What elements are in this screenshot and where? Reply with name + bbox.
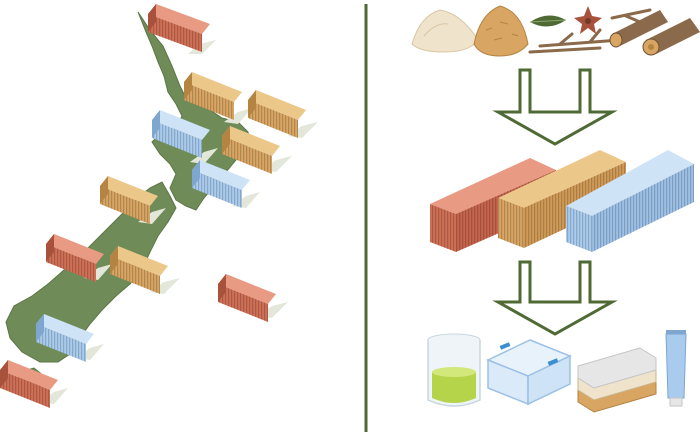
wood-chips-icon [473,5,529,57]
container-manawatu-blue [192,160,260,208]
tube-icon [665,330,687,407]
arrow-down-2 [492,260,618,336]
container-waikato-orange [184,72,252,124]
log-icon [609,10,668,48]
raw-materials [411,5,700,57]
processing-containers [430,150,694,252]
beaker-icon [427,333,481,407]
container-west-coast-red [46,234,112,282]
container-otago-blue [36,314,104,362]
arrow-down-1 [492,68,618,146]
container-hawkes-bay-orange [222,126,292,174]
leaf-icon [529,15,567,27]
container-bay-of-plenty-orange [248,90,318,138]
container-nelson-orange [100,176,166,224]
star-anise-icon [574,6,602,34]
container-canterbury-orange [110,246,180,294]
container-offshore-red [218,274,288,322]
sawdust-icon [411,9,479,53]
map-containers [0,4,318,408]
consumer-products [427,330,687,413]
container-southland-red [0,360,68,408]
food-container-icon [486,339,572,406]
container-northland-red [148,4,216,54]
folded-textile-icon [577,347,657,413]
container-taranaki-blue [152,110,218,164]
container-large-blue [566,150,694,252]
log-icon [642,18,700,56]
twigs-icon [528,8,652,54]
